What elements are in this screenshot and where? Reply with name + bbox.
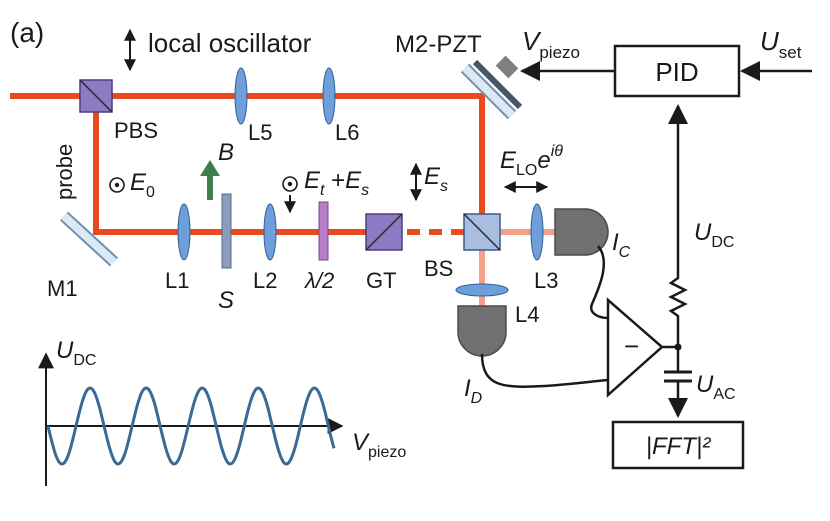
detector-c bbox=[554, 208, 609, 256]
label-es: Es bbox=[424, 163, 448, 195]
label-fft: |FFT|² bbox=[646, 433, 711, 460]
halfwave-plate bbox=[318, 201, 329, 261]
label-m1: M1 bbox=[47, 276, 78, 301]
plot-sine-curve bbox=[46, 386, 336, 466]
b-field-arrow bbox=[200, 160, 220, 200]
label-l1: L1 bbox=[165, 268, 189, 293]
lens-l5 bbox=[234, 67, 248, 125]
inset-plot bbox=[38, 352, 344, 486]
resistor bbox=[668, 272, 688, 347]
laser-beams bbox=[10, 93, 560, 315]
pbs-cube bbox=[79, 79, 113, 113]
wire-ic bbox=[589, 245, 609, 320]
label-l4: L4 bbox=[515, 302, 539, 327]
m1-mirror bbox=[59, 211, 119, 267]
sample-s bbox=[221, 193, 232, 269]
label-v-piezo: Vpiezo bbox=[522, 26, 580, 62]
panel-label: (a) bbox=[10, 17, 44, 48]
pid-box bbox=[613, 44, 741, 98]
fft-box bbox=[611, 420, 745, 470]
label-u-set: Uset bbox=[760, 26, 802, 62]
junction-node bbox=[674, 343, 682, 351]
detector-d bbox=[457, 305, 507, 357]
label-probe: probe bbox=[52, 144, 77, 200]
label-ic: IC bbox=[612, 229, 631, 261]
lens-l6 bbox=[322, 67, 336, 125]
polarization-dot-e0 bbox=[109, 177, 125, 193]
label-e0: E0 bbox=[130, 169, 155, 201]
label-elo: ELOeiθ bbox=[500, 143, 563, 179]
lens-l4 bbox=[455, 283, 509, 297]
lens-l3 bbox=[530, 203, 544, 261]
label-u-dc: UDC bbox=[694, 219, 734, 251]
label-l6: L6 bbox=[335, 120, 359, 145]
amplifier-minus-sign: − bbox=[624, 331, 639, 361]
plot-y-label: UDC bbox=[56, 337, 96, 369]
label-pbs: PBS bbox=[114, 118, 158, 143]
label-id: ID bbox=[464, 375, 483, 407]
polarization-dot-et bbox=[282, 176, 298, 192]
label-halfwave: λ/2 bbox=[304, 268, 334, 293]
bs-cube bbox=[463, 213, 501, 251]
label-s: S bbox=[218, 287, 234, 314]
lens-l2 bbox=[263, 203, 277, 261]
glan-taylor-prism bbox=[365, 213, 403, 251]
label-m2-pzt: M2-PZT bbox=[395, 31, 482, 58]
label-l5: L5 bbox=[248, 120, 272, 145]
m2-pzt-mirror bbox=[460, 55, 523, 120]
label-bs: BS bbox=[424, 256, 453, 281]
diff-amplifier bbox=[606, 297, 664, 398]
label-b: B bbox=[218, 139, 234, 166]
label-u-ac: UAC bbox=[696, 371, 736, 403]
lens-l1 bbox=[177, 203, 191, 261]
label-local-oscillator: local oscillator bbox=[148, 28, 312, 58]
label-gt: GT bbox=[366, 268, 397, 293]
wire-id bbox=[480, 353, 609, 388]
label-pid: PID bbox=[655, 57, 698, 87]
label-et-plus-es: Et +Es bbox=[304, 167, 369, 199]
label-l3: L3 bbox=[534, 268, 558, 293]
plot-x-label: Vpiezo bbox=[352, 429, 406, 461]
label-l2: L2 bbox=[253, 268, 277, 293]
